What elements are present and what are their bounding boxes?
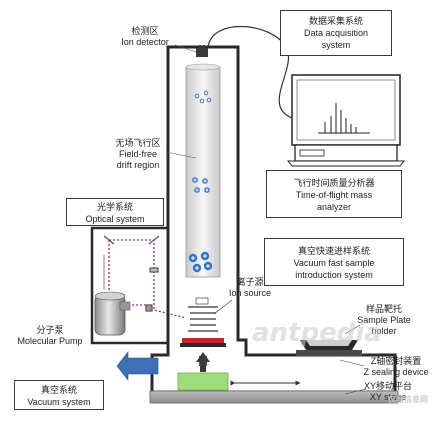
- tof-en1: Time-of-flight mass: [295, 190, 373, 200]
- sample-holder-label-en1: Sample Plate: [357, 315, 411, 325]
- optical-cn: 光学系统: [96, 202, 133, 212]
- ion-detector: [196, 45, 208, 57]
- ion-source-label-cn: 离子源: [236, 277, 264, 287]
- sample-plate: [182, 338, 224, 343]
- pump-arrow-icon: [116, 351, 159, 381]
- vacuum-intro-box: 真空快速进样系统 Vacuum fast sample introduction…: [264, 238, 404, 286]
- pump-label-cn: 分子泵: [36, 325, 64, 335]
- holder-pointer: [344, 324, 361, 335]
- ion-detector-label: 检测区 Ion detector: [117, 26, 173, 48]
- vacuum-intro-en2: introduction system: [295, 270, 373, 280]
- sample-plate-base: [180, 343, 226, 347]
- vacuum-sys-cn: 真空系统: [40, 385, 77, 395]
- xy-stage-label: XY移动平台 XY stage: [356, 381, 420, 403]
- z-sealing-label-cn: Z轴密封装置: [370, 356, 422, 366]
- data-acq-en2: system: [321, 40, 351, 50]
- drift-label-en2: drift region: [116, 160, 160, 170]
- vacuum-sys-en: Vacuum system: [27, 397, 91, 407]
- laser-cylinder: [94, 291, 131, 336]
- up-arrow-icon: [196, 352, 210, 372]
- ion-group-light: [194, 90, 212, 104]
- tof-en2: analyzer: [316, 202, 352, 212]
- xy-stage-base: [149, 390, 399, 404]
- watermark-sub: 仪器信息网: [388, 395, 428, 404]
- optical-frame: [90, 226, 170, 345]
- pump-label: 分子泵 Molecular Pump: [10, 325, 90, 347]
- xy-stage-block: [177, 372, 229, 391]
- ion-source-label: 离子源 Ion source: [226, 277, 274, 299]
- computer-icon: [286, 74, 406, 167]
- sample-holder-label: 样品靶托 Sample Plate holder: [352, 304, 416, 337]
- mirror-icon: [103, 235, 160, 312]
- z-sealing-label: Z轴密封装置 Z sealing device: [352, 356, 440, 378]
- vacuum-system-box: 真空系统 Vacuum system: [14, 380, 104, 410]
- sample-holder-label-en2: holder: [371, 326, 397, 336]
- drift-tube: [185, 66, 221, 278]
- tof-cn: 飞行时间质量分析器: [293, 178, 375, 188]
- optical-en: Optical system: [85, 214, 145, 224]
- data-acquisition-box: 数据采集系统 Data acquisition system: [280, 10, 392, 56]
- data-acq-cn: 数据采集系统: [308, 16, 363, 26]
- watermark-logo: antpedia: [252, 318, 382, 348]
- sample-holder-label-cn: 样品靶托: [365, 304, 402, 314]
- stage-pointer: [344, 388, 367, 395]
- chamber-outline: [150, 45, 397, 394]
- ion-extraction-lens: [195, 297, 209, 305]
- tof-analyzer-box: 飞行时间质量分析器 Time-of-flight mass analyzer: [266, 170, 402, 218]
- pump-label-en: Molecular Pump: [17, 336, 83, 346]
- drift-tube-top: [185, 63, 221, 71]
- ion-source-label-en: Ion source: [228, 288, 272, 298]
- sample-plate-holder: [296, 340, 362, 356]
- xy-stage-label-en: XY stage: [369, 392, 407, 402]
- drift-label-cn: 无场飞行区: [115, 138, 161, 148]
- vacuum-intro-cn: 真空快速进样系统: [297, 246, 370, 256]
- data-acq-en1: Data acquisition: [303, 28, 369, 38]
- zseal-pointer: [339, 359, 365, 367]
- ion-source-pointer: [213, 299, 233, 315]
- drift-region-label: 无场飞行区 Field-free drift region: [106, 138, 170, 171]
- ion-source-electrodes: [188, 306, 218, 332]
- vacuum-intro-en1: Vacuum fast sample: [293, 258, 375, 268]
- detector-pointer: [174, 44, 197, 53]
- ion-plus-signs: [191, 178, 210, 270]
- xy-stage-label-cn: XY移动平台: [363, 381, 412, 391]
- drift-pointer: [165, 151, 197, 159]
- ion-detector-label-en: Ion detector: [121, 37, 169, 47]
- z-sealing-label-en: Z sealing device: [363, 367, 429, 377]
- optical-system-box: 光学系统 Optical system: [66, 198, 164, 226]
- mass-spectrum-bars: [318, 103, 370, 134]
- drift-label-en1: Field-free: [118, 149, 157, 159]
- ion-detector-label-cn: 检测区: [131, 26, 159, 36]
